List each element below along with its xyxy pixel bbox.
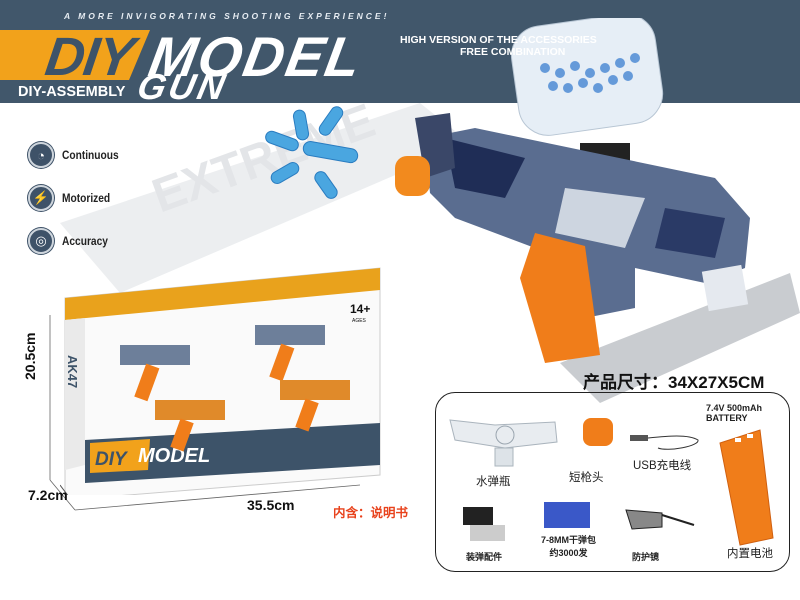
accessory-label: 防护镜	[632, 552, 660, 562]
width-dimension: 35.5cm	[247, 497, 295, 513]
battery-spec-line-1: 7.4V 500mAh	[706, 403, 763, 413]
title-stripe	[0, 30, 150, 80]
package-box-image: DIY MODEL 14+ AGES AK47	[60, 267, 381, 495]
feature-accuracy: ◎ Accuracy	[28, 228, 116, 254]
feature-label: Accuracy	[62, 234, 108, 248]
accessory-label: 水弹瓶	[476, 476, 511, 488]
subtitle: DIY-ASSEMBLY	[18, 84, 126, 100]
battery-spec-line-2: BATTERY	[706, 413, 748, 423]
feature-label: Motorized	[62, 191, 111, 205]
box-age: 14+	[350, 302, 370, 316]
depth-dimension: 7.2cm	[28, 487, 68, 503]
beads-label-1: 7-8MM干弹包	[541, 535, 597, 545]
feature-motorized: ⚡ Motorized	[28, 185, 119, 211]
loading-part-image	[463, 507, 505, 541]
gel-beads-pack-image	[544, 502, 590, 528]
target-icon: ◎	[28, 228, 54, 254]
water-bottle-scope-image	[449, 419, 558, 467]
accessory-label: 内置电池	[727, 548, 773, 560]
background-texture: EXTREME	[60, 103, 800, 403]
main-gun-image	[395, 18, 750, 363]
accessory-label: 短枪头	[569, 472, 604, 484]
box-ages-label: AGES	[352, 318, 367, 324]
accessory-label: USB充电线	[633, 460, 692, 472]
contents-note: 内含：说明书	[333, 506, 409, 520]
battery-magazine-image	[719, 429, 774, 546]
accessory-label: 装弹配件	[466, 552, 503, 562]
svg-text:DIY: DIY	[95, 449, 129, 470]
title-diy: DIY	[41, 27, 138, 87]
water-bead-splash-image	[265, 106, 359, 199]
svg-text:MODEL: MODEL	[138, 445, 210, 467]
accessory-label: 7-8MM干弹包 约3000发	[541, 533, 596, 559]
feature-continuous: ◔ Continuous	[28, 142, 129, 168]
highlight-text: HIGH VERSION OF THE ACCESSORIES FREE COM…	[400, 34, 597, 58]
short-muzzle-image	[583, 418, 613, 446]
box-gun-thumbnails	[120, 325, 350, 452]
tagline: A MORE INVIGORATING SHOOTING EXPERIENCE!	[64, 11, 390, 21]
title-gun: GUN	[133, 66, 232, 107]
battery-spec: 7.4V 500mAh BATTERY	[706, 403, 762, 423]
gauge-icon: ◔	[28, 142, 54, 168]
feature-label: Continuous	[62, 148, 119, 162]
dimension-lines	[49, 315, 361, 511]
accessories-panel	[435, 392, 790, 572]
goggles-image	[625, 509, 695, 530]
lightning-icon: ⚡	[28, 185, 54, 211]
highlight-line-2: FREE COMBINATION	[460, 46, 566, 58]
height-dimension: 20.5cm	[22, 332, 38, 380]
beads-label-2: 约3000发	[549, 548, 588, 558]
usb-cable-image	[630, 435, 699, 450]
product-size: 产品尺寸：34X27X5CM	[583, 373, 765, 392]
box-side-text: AK47	[65, 355, 80, 388]
highlight-line-1: HIGH VERSION OF THE ACCESSORIES	[400, 34, 597, 46]
